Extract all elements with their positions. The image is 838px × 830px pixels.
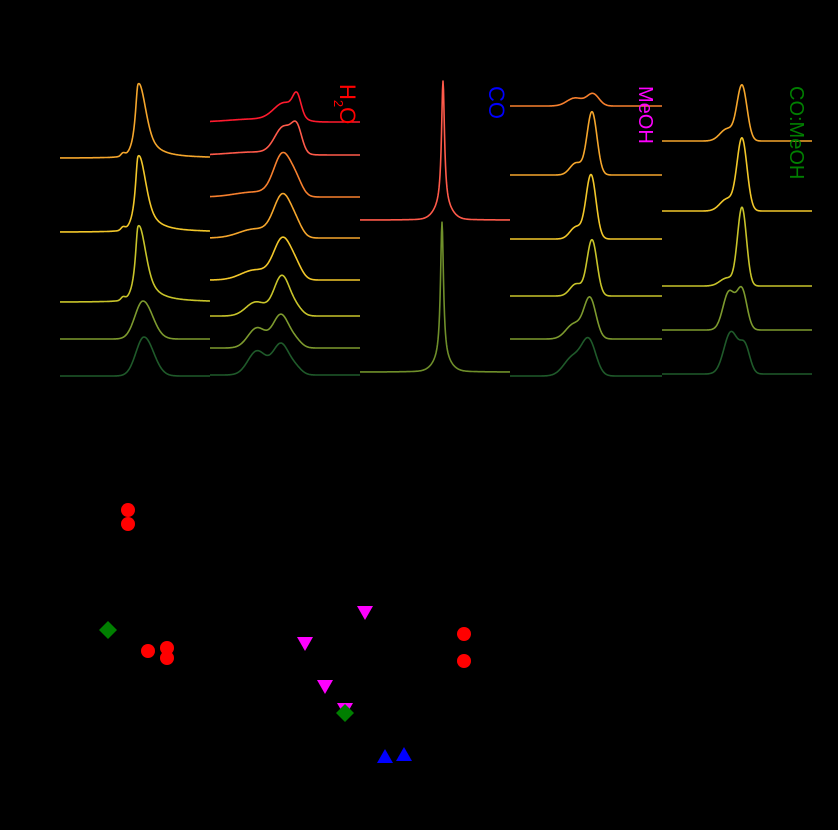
- scatter-marker-circle: [141, 644, 155, 658]
- spectra-panels: [59, 80, 813, 377]
- scatter-series-co: [377, 747, 412, 763]
- spectrum-line: [509, 110, 663, 176]
- spectrum-line: [359, 221, 511, 373]
- panel-5-co-meoh: [661, 84, 813, 375]
- label-h2o-sub: 2: [331, 100, 346, 107]
- scatter-marker-circle: [121, 503, 135, 517]
- spectrum-line: [509, 173, 663, 240]
- scatter-series-co-meoh: [99, 621, 354, 722]
- scatter-marker-circle: [457, 654, 471, 668]
- scatter-marker-circle: [160, 641, 174, 655]
- label-h2o-h: H: [335, 84, 360, 100]
- label-meoh: MeOH: [634, 86, 656, 144]
- spectrum-line: [359, 80, 511, 221]
- spectrum-line: [661, 206, 813, 287]
- scatter-marker-diamond: [336, 704, 354, 722]
- scatter-plot: [99, 503, 471, 763]
- scatter-marker-circle: [160, 651, 174, 665]
- spectrum-line: [59, 82, 211, 159]
- scatter-series-h2o: [121, 503, 471, 668]
- panel-3-co: [359, 80, 511, 373]
- spectrum-line: [509, 336, 663, 377]
- scatter-marker-triangle-up: [396, 747, 412, 761]
- spectrum-line: [209, 120, 361, 156]
- scatter-marker-triangle-down: [297, 637, 313, 651]
- spectrum-line: [209, 151, 361, 198]
- spectrum-line: [661, 137, 813, 212]
- scatter-marker-circle: [121, 517, 135, 531]
- spectrum-line: [509, 92, 663, 107]
- label-h2o-o: O: [335, 107, 360, 124]
- panel-1: [59, 82, 211, 377]
- spectrum-line: [661, 84, 813, 142]
- label-co: CO: [484, 86, 509, 119]
- spectrum-line: [209, 192, 361, 239]
- spectrum-line: [59, 336, 211, 377]
- panel-labels: H2O CO MeOH CO:MeOH: [331, 84, 807, 179]
- spectrum-line: [209, 274, 361, 317]
- scatter-marker-triangle-down: [317, 680, 333, 694]
- scatter-marker-circle: [457, 627, 471, 641]
- spectrum-line: [59, 154, 211, 233]
- spectrum-line: [209, 91, 361, 123]
- spectrum-line: [209, 313, 361, 349]
- label-co-meoh: CO:MeOH: [785, 86, 807, 179]
- scatter-marker-triangle-up: [377, 749, 393, 763]
- spectrum-line: [509, 295, 663, 340]
- spectrum-line: [59, 224, 211, 303]
- panel-2-h2o: [209, 91, 361, 376]
- spectrum-line: [661, 330, 813, 375]
- scatter-marker-triangle-down: [357, 606, 373, 620]
- spectrum-line: [509, 238, 663, 297]
- spectrum-line: [661, 285, 813, 331]
- label-h2o: H2O: [331, 84, 360, 124]
- spectrum-line: [59, 300, 211, 340]
- scatter-marker-diamond: [99, 621, 117, 639]
- spectrum-line: [209, 236, 361, 281]
- panel-4-meoh: [509, 92, 663, 377]
- spectrum-line: [209, 342, 361, 376]
